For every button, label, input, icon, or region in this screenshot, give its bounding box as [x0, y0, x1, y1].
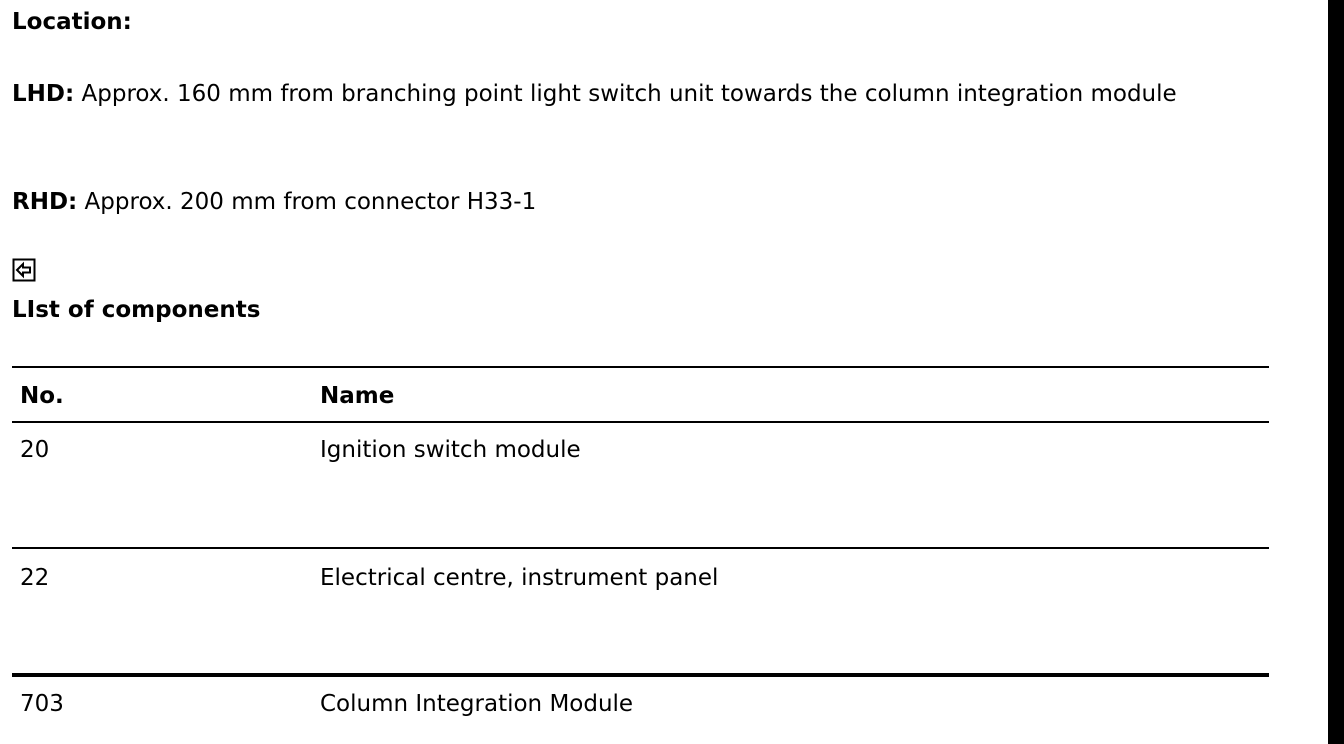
column-header-name: Name: [320, 383, 395, 409]
lhd-text: Approx. 160 mm from branching point ligh…: [74, 81, 1177, 107]
table-header-rule: [12, 421, 1269, 423]
rhd-text: Approx. 200 mm from connector H33-1: [77, 189, 537, 215]
back-arrow-icon[interactable]: [12, 258, 36, 282]
vertical-scrollbar[interactable]: [1328, 0, 1344, 744]
table-row-1-name: Ignition switch module: [320, 437, 581, 463]
table-row-3-name: Column Integration Module: [320, 691, 634, 717]
table-row-divider: [12, 673, 1269, 677]
rhd-paragraph: RHD: Approx. 200 mm from connector H33-1: [12, 186, 536, 218]
lhd-label: LHD:: [12, 81, 75, 107]
table-top-rule: [12, 366, 1269, 368]
column-header-no: No.: [20, 383, 64, 409]
table-row-2-no: 22: [20, 565, 50, 591]
components-heading: LIst of components: [12, 297, 261, 323]
lhd-paragraph: LHD: Approx. 160 mm from branching point…: [12, 78, 1322, 110]
rhd-label: RHD:: [12, 189, 78, 215]
location-heading: Location:: [12, 9, 132, 35]
table-row-1-no: 20: [20, 437, 50, 463]
table-row-divider: [12, 547, 1269, 549]
table-row-3-no: 703: [20, 691, 64, 717]
table-row-2-name: Electrical centre, instrument panel: [320, 565, 719, 591]
